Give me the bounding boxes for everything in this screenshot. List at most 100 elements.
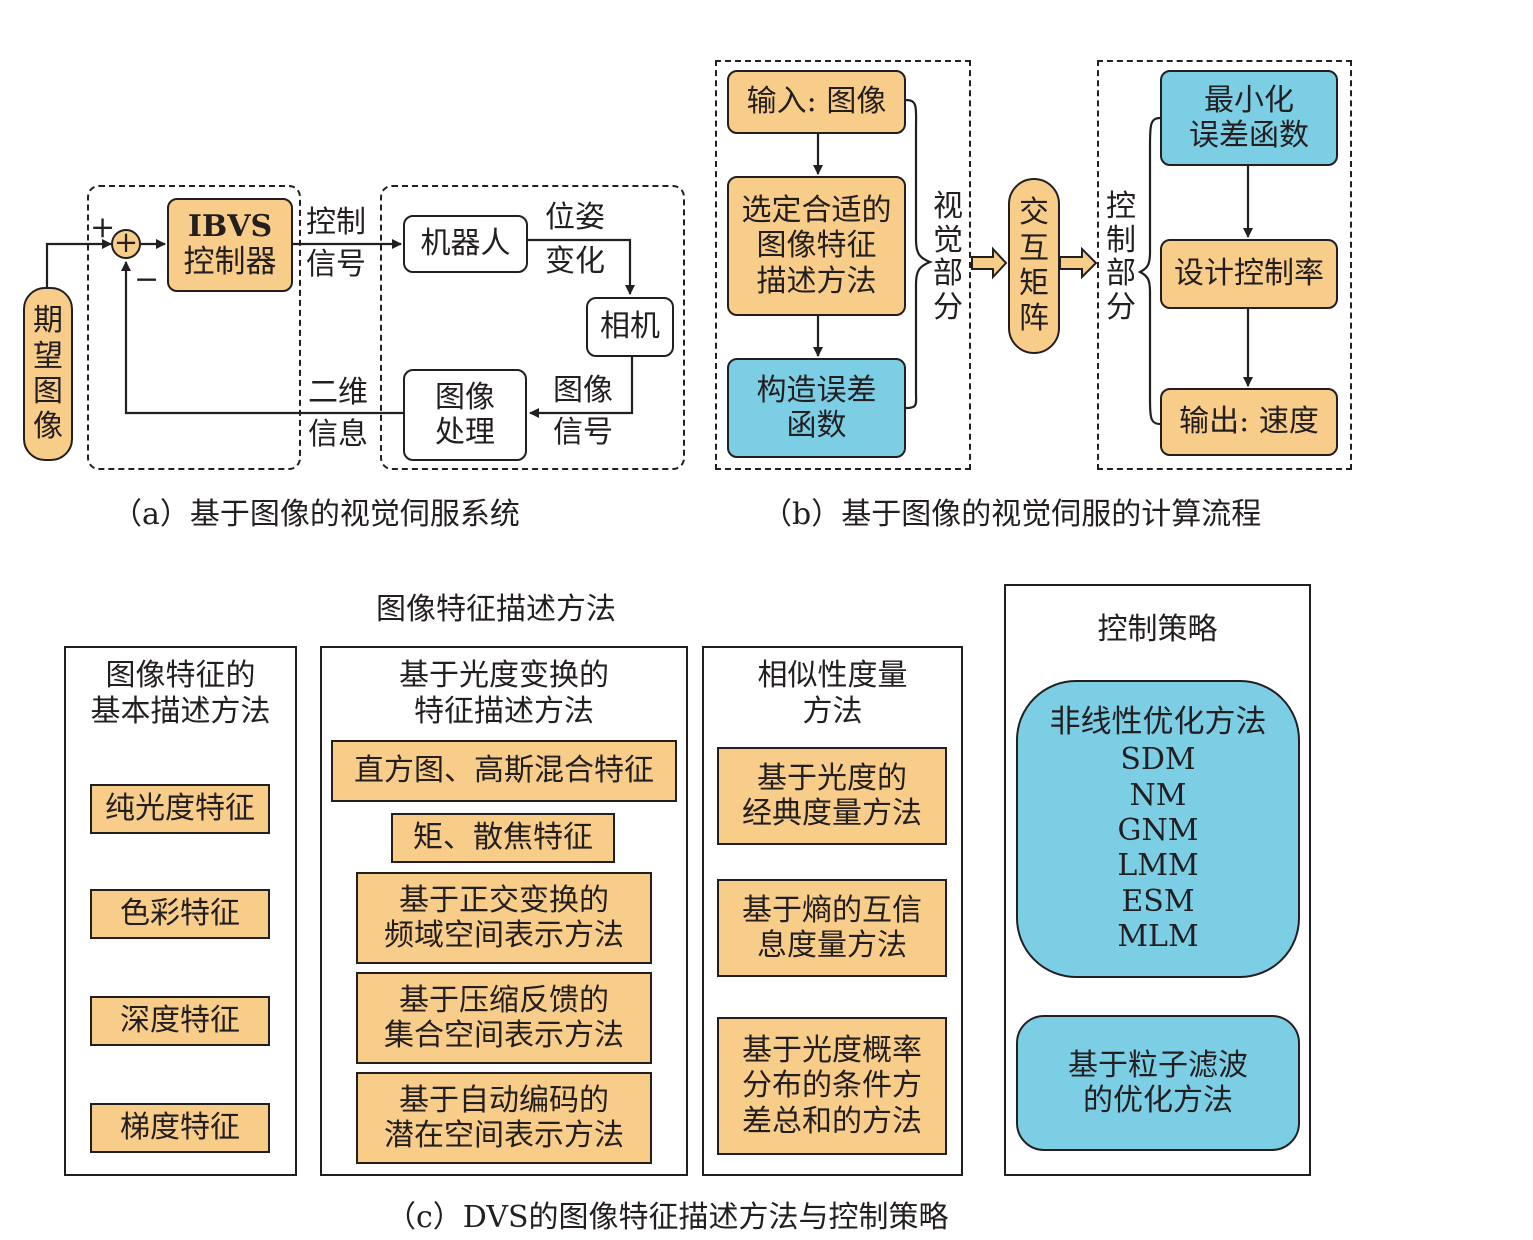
vision-part-char: 觉: [933, 222, 963, 258]
control-part-char: 部: [1106, 256, 1136, 292]
caption-a: （a）基于图像的视觉伺服系统: [112, 497, 520, 532]
nonlinear-optimization-box: 非线性优化方法 SDM NM GNM LMM ESM MLM: [1016, 680, 1300, 978]
minimize-error-line: 误差函数: [1189, 118, 1309, 153]
construct-error-box: 构造误差 函数: [727, 358, 906, 458]
output-velocity-label: 输出: 速度: [1179, 404, 1319, 440]
minus-sign: −: [134, 262, 160, 297]
control-region: [1097, 60, 1352, 470]
image-signal-line: 图像: [553, 373, 613, 408]
photometric-item-line: 基于自动编码的: [399, 1082, 609, 1118]
nonlinear-item: ESM: [1121, 883, 1195, 919]
select-method-line: 选定合适的: [741, 192, 892, 228]
basic-item-depth: 深度特征: [90, 996, 270, 1046]
basic-item-color: 色彩特征: [90, 889, 270, 939]
input-image-label: 输入: 图像: [746, 84, 887, 120]
desired-image-char: 图: [33, 374, 63, 409]
pose-change-line: 变化: [545, 244, 605, 279]
summing-junction: +: [111, 228, 141, 259]
basic-methods-title-line: 基本描述方法: [90, 694, 271, 729]
particle-filter-line: 的优化方法: [1083, 1083, 1233, 1118]
basic-item-label: 纯光度特征: [105, 791, 255, 827]
basic-methods-title: 图像特征的 基本描述方法: [64, 658, 297, 730]
minimize-error-box: 最小化 误差函数: [1160, 70, 1338, 166]
ibvs-controller-box: IBVS 控制器: [167, 198, 293, 292]
similarity-item-line: 差总和的方法: [742, 1103, 922, 1139]
similarity-methods-panel: [702, 646, 963, 1176]
photometric-item-line: 集合空间表示方法: [384, 1018, 624, 1053]
interaction-matrix-box: 交 互 矩 阵: [1008, 178, 1060, 354]
control-signal-line: 控制: [306, 205, 366, 240]
robot-label: 机器人: [420, 226, 511, 262]
pose-change-label: 位姿 变化: [545, 200, 605, 280]
control-part-char: 制: [1106, 222, 1136, 258]
basic-item-label: 色彩特征: [120, 896, 240, 932]
controller-label: IBVS: [187, 209, 273, 245]
similarity-item-line: 息度量方法: [757, 928, 907, 963]
similarity-item-line: 分布的条件方: [742, 1068, 922, 1104]
vision-part-char: 视: [933, 189, 963, 224]
photometric-methods-panel: [320, 646, 688, 1176]
photometric-item: 基于正交变换的 频域空间表示方法: [356, 872, 652, 964]
vision-region: [715, 60, 971, 470]
interaction-matrix-char: 阵: [1019, 301, 1049, 337]
design-control-rate-label: 设计控制率: [1174, 256, 1324, 292]
desired-image-box: 期 望 图 像: [23, 287, 73, 461]
photometric-methods-title-line: 特征描述方法: [414, 694, 594, 729]
construct-error-line: 构造误差: [756, 372, 877, 408]
input-image-box: 输入: 图像: [727, 70, 906, 134]
caption-c: （c）DVS的图像特征描述方法与控制策略: [386, 1200, 949, 1235]
minimize-error-line: 最小化: [1204, 82, 1294, 118]
basic-item-label: 梯度特征: [120, 1110, 240, 1146]
image-processing-line: 处理: [435, 415, 495, 450]
desired-image-char: 像: [33, 409, 63, 445]
image-signal-line: 信号: [553, 415, 613, 450]
plus-sign: +: [90, 210, 116, 245]
nonlinear-item: SDM: [1120, 742, 1196, 778]
photometric-item-line: 矩、散焦特征: [413, 820, 593, 856]
particle-filter-line: 基于粒子滤波: [1068, 1047, 1248, 1083]
image-processing-line: 图像: [435, 379, 495, 415]
image-signal-label: 图像 信号: [553, 373, 613, 451]
robot-box: 机器人: [403, 215, 528, 273]
photometric-item-line: 基于压缩反馈的: [399, 982, 609, 1018]
photometric-methods-title-line: 基于光度变换的: [399, 658, 609, 693]
interaction-matrix-char: 交: [1019, 195, 1049, 231]
basic-methods-title-line: 图像特征的: [105, 658, 256, 693]
control-signal-label: 控制 信号: [306, 205, 366, 283]
vision-part-char: 部: [933, 256, 963, 292]
two-d-info-label: 二维 信息: [308, 375, 368, 453]
control-strategy-title: 控制策略: [1097, 612, 1218, 647]
control-part-label: 控 制 部 分: [1101, 190, 1141, 324]
basic-item-photometric: 纯光度特征: [90, 784, 270, 834]
nonlinear-item: LMM: [1117, 848, 1199, 884]
nonlinear-item: MLM: [1117, 919, 1199, 955]
photometric-item-line: 直方图、高斯混合特征: [354, 753, 654, 789]
desired-image-char: 望: [33, 338, 63, 374]
block-arrow-vision-to-matrix: [971, 246, 1008, 280]
similarity-methods-title-line: 方法: [802, 694, 863, 729]
caption-b: （b）基于图像的视觉伺服的计算流程: [762, 497, 1262, 532]
basic-methods-panel: [64, 646, 297, 1176]
select-method-line: 描述方法: [756, 263, 877, 299]
camera-label: 相机: [600, 309, 660, 345]
nonlinear-item: GNM: [1117, 812, 1199, 848]
photometric-item-line: 潜在空间表示方法: [384, 1118, 624, 1153]
feature-methods-title: 图像特征描述方法: [376, 592, 616, 627]
control-part-char: 控: [1106, 189, 1136, 224]
vision-part-char: 分: [933, 289, 963, 325]
controller-label: 控制器: [183, 244, 277, 281]
particle-filter-box: 基于粒子滤波 的优化方法: [1016, 1015, 1300, 1151]
construct-error-line: 函数: [786, 408, 847, 443]
desired-image-char: 期: [33, 303, 63, 339]
similarity-item: 基于光度概率 分布的条件方 差总和的方法: [717, 1017, 947, 1155]
two-d-info-line: 信息: [308, 417, 368, 452]
vision-part-label: 视 觉 部 分: [928, 190, 968, 324]
output-velocity-box: 输出: 速度: [1160, 388, 1338, 456]
similarity-methods-title-line: 相似性度量: [757, 658, 908, 693]
photometric-methods-title: 基于光度变换的 特征描述方法: [320, 658, 688, 730]
camera-box: 相机: [586, 297, 674, 357]
block-arrow-matrix-to-control: [1059, 246, 1098, 280]
similarity-item: 基于熵的互信 息度量方法: [717, 879, 947, 977]
nonlinear-title: 非线性优化方法: [1049, 703, 1267, 740]
photometric-item: 矩、散焦特征: [391, 813, 615, 863]
